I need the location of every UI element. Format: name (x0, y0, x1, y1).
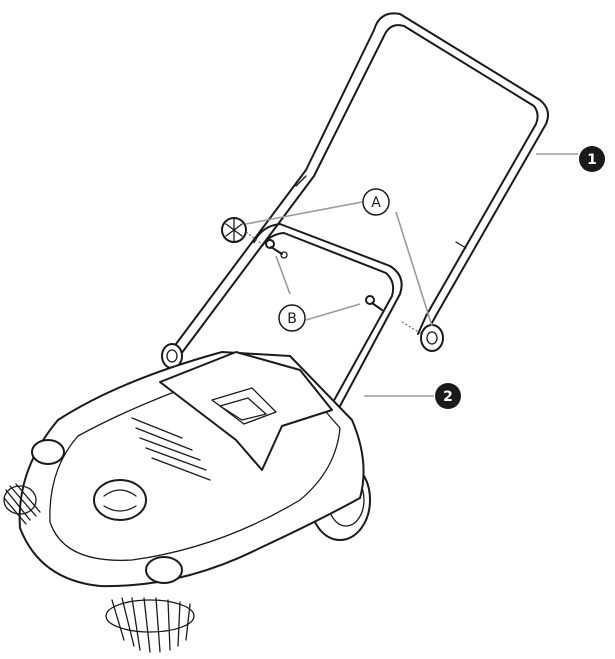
sweeper-body (18, 351, 371, 588)
lower-handle (253, 223, 403, 463)
bolt-b-upper (265, 239, 288, 259)
callout-label-2: 2 (443, 389, 453, 405)
callout-label-a: A (371, 195, 381, 211)
knob-a-left (221, 217, 247, 243)
knob-a-right (420, 324, 444, 352)
left-side-brush (3, 483, 41, 525)
callout-badge-1: 1 (579, 146, 605, 172)
callout-label-1: 1 (587, 152, 597, 168)
callout-circle-a: A (362, 188, 390, 216)
callout-badge-2: 2 (435, 383, 461, 409)
bolt-b-lower (365, 295, 383, 311)
front-side-brush (105, 597, 195, 653)
callout-circle-b: B (278, 304, 306, 332)
callout-label-b: B (287, 311, 297, 327)
upper-handle (169, 12, 549, 359)
